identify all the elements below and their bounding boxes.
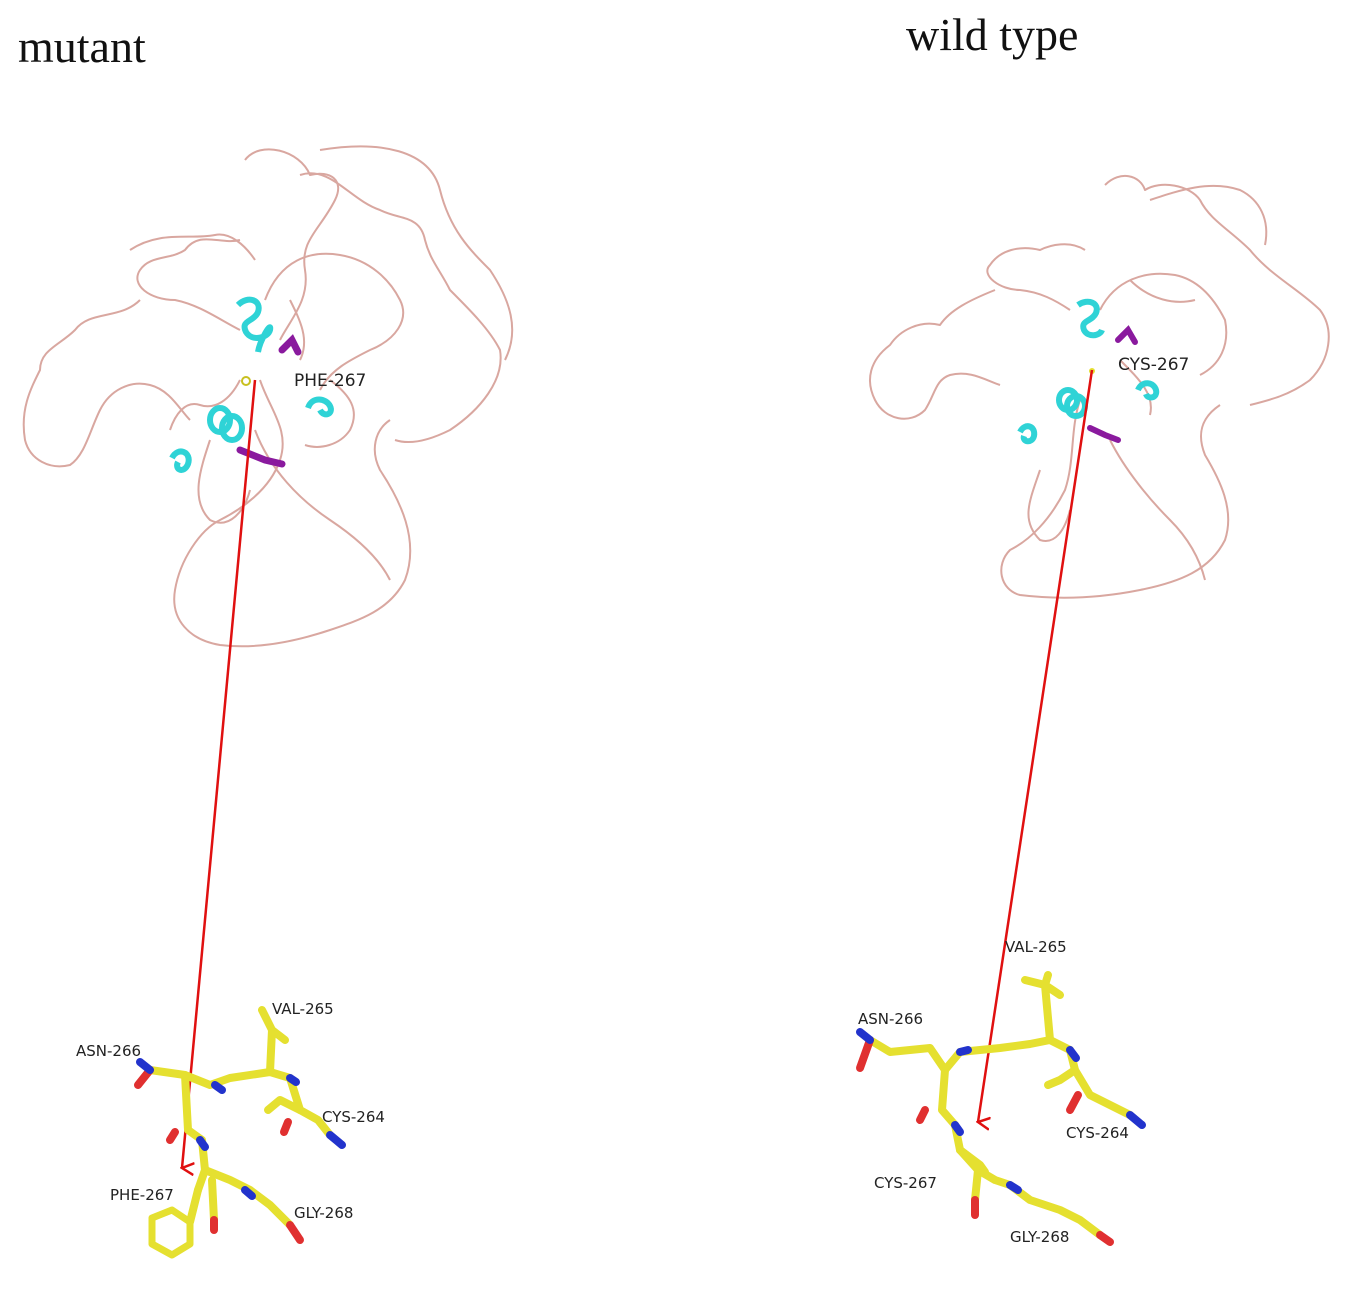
wild-type-residue-label-asn266: ASN-266 xyxy=(858,1010,923,1028)
mutant-helix-4 xyxy=(169,448,192,473)
mutant-site-marker xyxy=(241,376,251,386)
mutant-helix-5 xyxy=(305,396,334,418)
mutant-residue-label-gly268: GLY-268 xyxy=(294,1204,353,1222)
wild-type-sheets xyxy=(1087,325,1138,443)
mutant-residue-label-phe267: PHE-267 xyxy=(110,1186,174,1204)
mutant-helices xyxy=(169,296,334,473)
wild-type-panel-title: wild type xyxy=(906,9,1079,60)
wild-type-sheet-1 xyxy=(1115,325,1138,345)
mutant-stick-model: ASN-266 VAL-265 CYS-264 PHE-267 GLY-268 xyxy=(76,1000,385,1259)
wild-type-residue-label-cys267: CYS-267 xyxy=(874,1174,937,1192)
mutant-zoom-arrow xyxy=(182,379,257,1168)
wild-type-helices xyxy=(1017,298,1160,445)
wild-type-residue-label-cys264: CYS-264 xyxy=(1066,1124,1129,1142)
wild-type-site-label: CYS-267 xyxy=(1118,355,1189,375)
wild-type-protein-cartoon: CYS-267 xyxy=(869,175,1330,599)
wild-type-zoom-arrow xyxy=(978,369,1094,1122)
mutant-sheet-1 xyxy=(278,334,302,356)
wild-type-sheet-2 xyxy=(1087,425,1121,443)
mutant-residue-label-val265: VAL-265 xyxy=(272,1000,334,1018)
wild-type-stick-model: VAL-265 ASN-266 CYS-264 CYS-267 GLY-268 xyxy=(856,938,1146,1246)
mutant-panel-title: mutant xyxy=(18,21,146,72)
wild-type-helix-5 xyxy=(1135,380,1160,401)
wild-type-helix-1 xyxy=(1076,298,1105,339)
wild-type-coil xyxy=(869,175,1330,599)
mutant-protein-cartoon: PHE-267 xyxy=(22,145,514,648)
mutant-residue-label-asn266: ASN-266 xyxy=(76,1042,141,1060)
mutant-site-label: PHE-267 xyxy=(294,371,366,391)
mutant-helix-1 xyxy=(235,296,274,353)
wild-type-helix-4 xyxy=(1017,423,1038,445)
mutant-residue-label-cys264: CYS-264 xyxy=(322,1108,385,1126)
mutant-helix-3 xyxy=(219,413,245,443)
wild-type-residue-label-val265: VAL-265 xyxy=(1005,938,1067,956)
mutant-coil xyxy=(22,145,514,648)
wild-type-helix-3 xyxy=(1064,393,1088,419)
wild-type-residue-label-gly268: GLY-268 xyxy=(1010,1228,1069,1246)
